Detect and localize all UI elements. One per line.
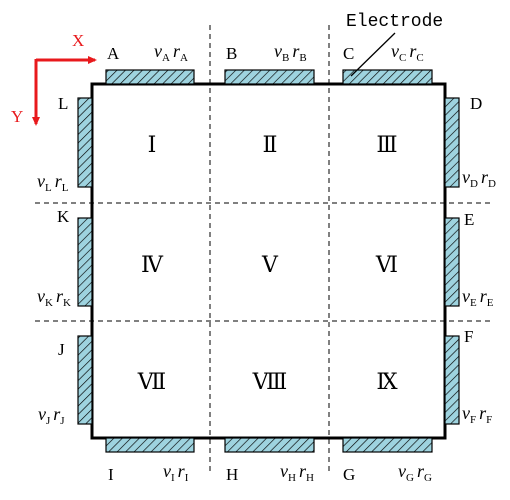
electrode-H (224, 437, 315, 453)
electrode-letter-A: A (107, 44, 120, 63)
region-label-6: Ⅵ (375, 252, 398, 277)
electrode-letter-E: E (464, 210, 474, 229)
region-label-9: Ⅸ (376, 369, 398, 394)
region-label-8: Ⅷ (252, 369, 288, 394)
electrode-label: Electrode (346, 12, 443, 32)
axes: X Y (11, 31, 97, 126)
electrode-pointer-line (350, 32, 396, 77)
electrode-F (444, 335, 460, 425)
electrode-J (77, 335, 93, 425)
electrode-letters: A B C D E F G H I J K L (57, 44, 482, 484)
electrode-E (444, 217, 460, 307)
electrodes (77, 69, 460, 453)
electrode-A (105, 69, 195, 85)
electrode-K (77, 217, 93, 307)
region-label-7: Ⅶ (137, 369, 166, 394)
region-label-5: Ⅴ (261, 252, 279, 277)
x-axis-label: X (72, 31, 84, 50)
region-label-1: Ⅰ (148, 132, 157, 157)
electrode-letter-F: F (464, 327, 473, 346)
electrode-letter-I: I (108, 465, 114, 484)
electrode-letter-D: D (470, 94, 482, 113)
electrode-letter-H: H (226, 465, 238, 484)
grid-lines (35, 25, 492, 472)
electrode-I (105, 437, 195, 453)
electrode-letter-J: J (58, 340, 65, 359)
region-label-4: Ⅳ (141, 252, 164, 277)
electrode-letter-C: C (343, 44, 354, 63)
electrode-letter-L: L (58, 94, 68, 113)
electrode-letter-K: K (57, 207, 70, 226)
electrode-letter-G: G (343, 465, 355, 484)
electrode-B (224, 69, 315, 85)
electrode-G (342, 437, 433, 453)
region-label-2: Ⅱ (263, 132, 278, 157)
electrode-D (444, 97, 460, 188)
y-axis-label: Y (11, 107, 23, 126)
electrode-C (342, 69, 433, 85)
region-label-3: Ⅲ (376, 132, 397, 157)
region-labels: Ⅰ Ⅱ Ⅲ Ⅳ Ⅴ Ⅵ Ⅶ Ⅷ Ⅸ (137, 132, 399, 394)
electrode-L (77, 97, 93, 188)
electrode-letter-B: B (226, 44, 237, 63)
